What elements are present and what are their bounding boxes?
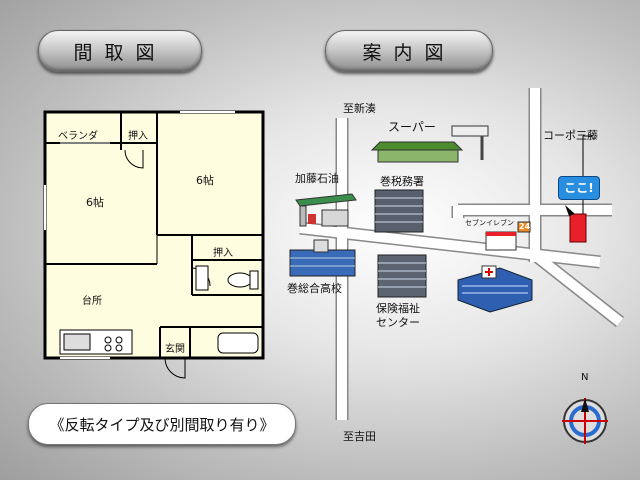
guide-map-header[interactable]: 案内図 — [325, 30, 493, 72]
welfare-center-building — [377, 254, 427, 298]
to-shinminato-label: 至新湊 — [343, 102, 376, 115]
seven-eleven-badge: 24 — [519, 222, 531, 231]
destination-marker — [569, 213, 587, 243]
destination-label: コーポ三藤 — [543, 129, 598, 142]
compass-north-label: N — [581, 372, 589, 383]
to-yoshida-label: 至吉田 — [343, 430, 376, 443]
floor-plan-header-label: 間取図 — [73, 41, 167, 64]
seven-eleven-label: セブンイレブン — [465, 219, 514, 227]
kitchen-label: 台所 — [82, 296, 102, 307]
here-badge: ここ! — [558, 176, 600, 200]
guide-map-header-label: 案内図 — [362, 41, 456, 64]
entrance-label: 玄関 — [165, 344, 185, 355]
seven-eleven-building — [485, 221, 531, 251]
room-right-label: 6帖 — [196, 174, 214, 187]
veranda-label: ベランダ — [58, 131, 98, 142]
kato-oil-label: 加藤石油 — [295, 172, 339, 185]
variant-note-button[interactable]: 《反転タイプ及び別間取り有り》 — [28, 403, 296, 445]
high-school-label: 巻総合高校 — [287, 282, 342, 295]
welfare-center-label-2: センター — [376, 316, 420, 329]
welfare-center-label-1: 保険福祉 — [376, 302, 420, 315]
room-left-label: 6帖 — [86, 196, 104, 209]
floor-plan-header[interactable]: 間取図 — [38, 30, 202, 72]
supermarket-building — [370, 125, 489, 163]
hospital-building — [457, 265, 533, 313]
compass-icon — [562, 398, 608, 444]
closet-mid-label: 押入 — [213, 248, 233, 259]
variant-note-label: 《反転タイプ及び別間取り有り》 — [49, 415, 275, 434]
tax-office-label: 巻税務署 — [380, 175, 424, 188]
gas-station-building — [295, 193, 357, 227]
high-school-building — [289, 239, 356, 277]
supermarket-label: スーパー — [388, 120, 436, 134]
closet-top-label: 押入 — [128, 131, 148, 142]
tax-office-building — [374, 189, 424, 233]
